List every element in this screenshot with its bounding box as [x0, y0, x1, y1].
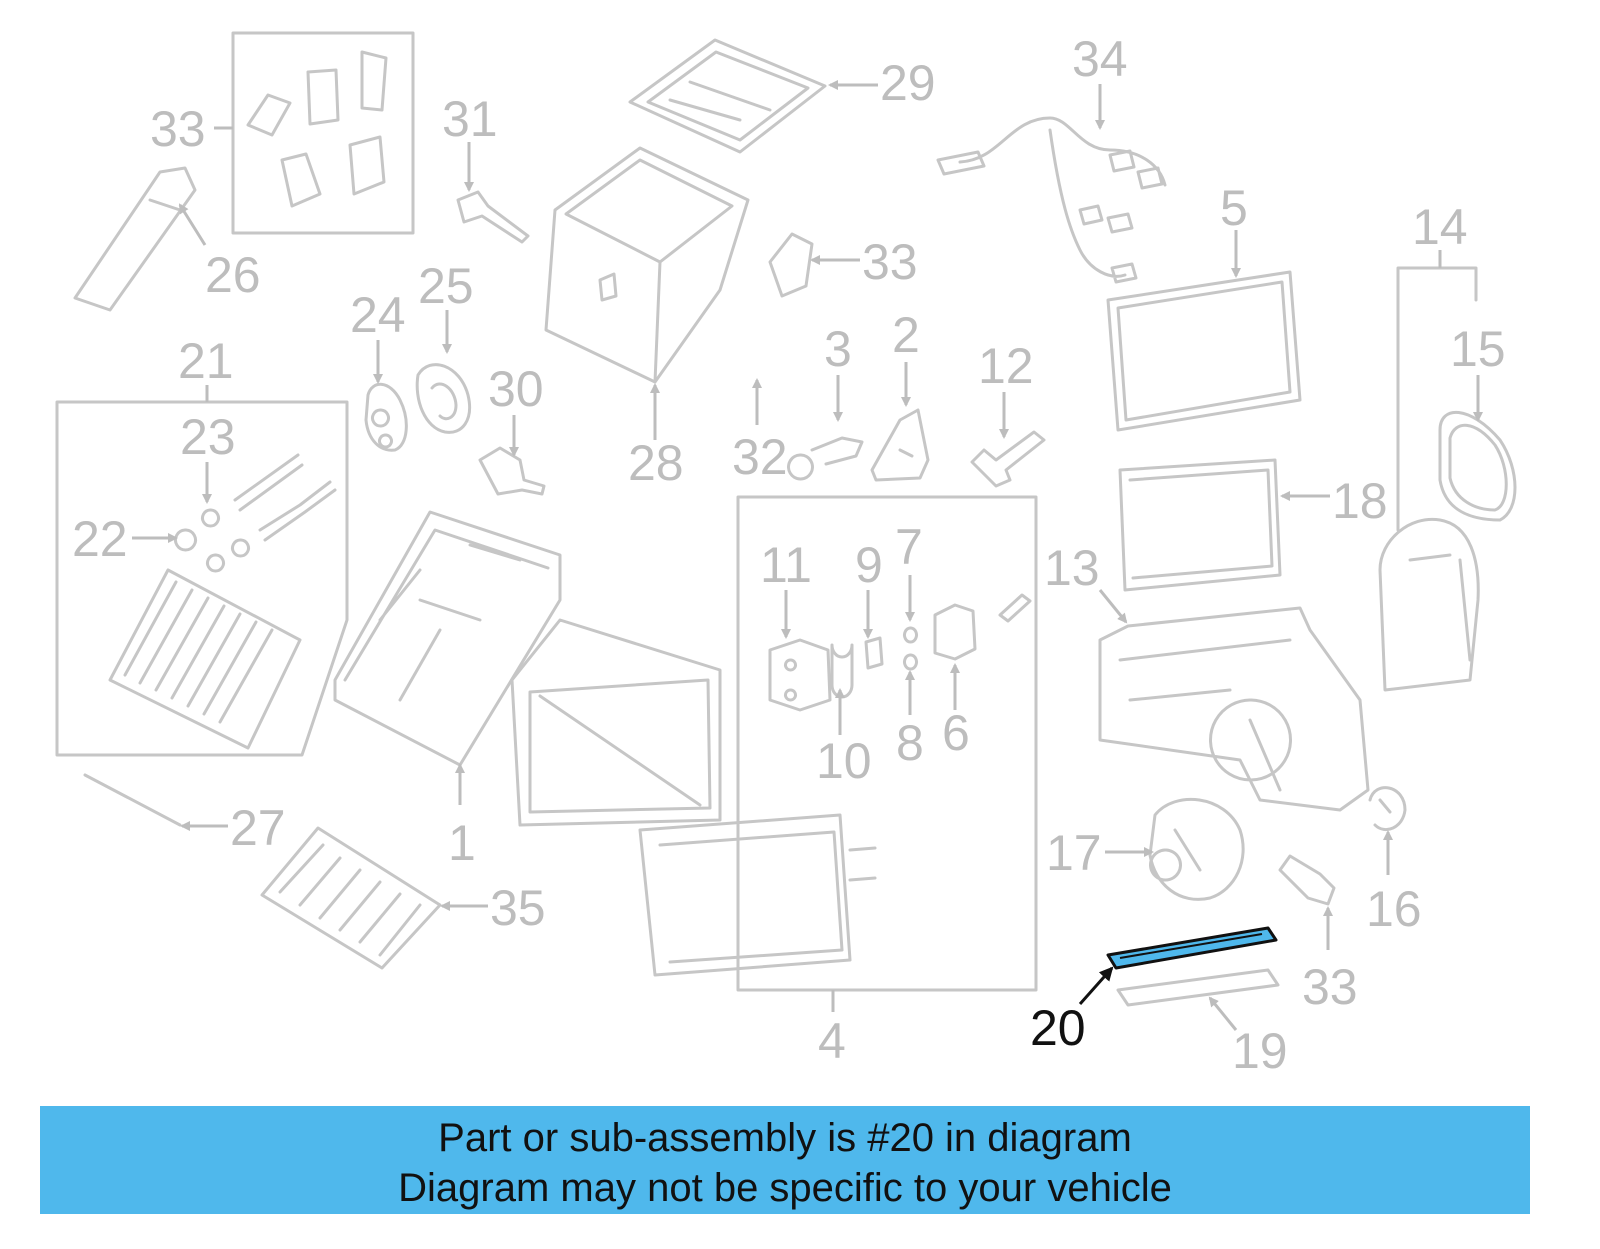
- callout-23: 23: [180, 409, 236, 465]
- part-16-clip: [1368, 786, 1407, 831]
- part-24-gasket: [364, 382, 408, 452]
- part-35-heater: [260, 826, 442, 970]
- part-31-sensor: [456, 190, 530, 244]
- part-7-8-orings: [903, 626, 918, 671]
- part-23-pipes: [233, 453, 337, 542]
- callout-22: 22: [72, 511, 128, 567]
- callout-13: 13: [1044, 540, 1100, 596]
- part-12-bolt: [970, 430, 1046, 488]
- callout-18: 18: [1332, 473, 1388, 529]
- callout-27: 27: [230, 800, 286, 856]
- part-33-connector-mid: [768, 232, 814, 298]
- part-18-filter: [1118, 458, 1282, 592]
- part-28-housing: [544, 146, 750, 384]
- callout-28: 28: [628, 435, 684, 491]
- callout-21: 21: [178, 333, 234, 389]
- part-4-box: [736, 495, 1038, 992]
- part-14-blower-housing: [1378, 517, 1480, 692]
- callout-25: 25: [418, 258, 474, 314]
- info-banner: Part or sub-assembly is #20 in diagram D…: [40, 1106, 1530, 1214]
- callout-34: 34: [1072, 31, 1128, 87]
- part-21-box: [55, 400, 349, 757]
- part-3-valve: [787, 436, 864, 481]
- sensor-group-box: [231, 31, 415, 235]
- part-19-tray: [1116, 968, 1280, 1007]
- part-5-filter: [1106, 270, 1302, 432]
- callout-31: 31: [442, 91, 498, 147]
- callout-7: 7: [895, 519, 923, 575]
- part-1-evap-case: [510, 618, 722, 827]
- callout-11: 11: [760, 537, 812, 593]
- part-33-connector-low: [1278, 854, 1336, 906]
- part-17-motor: [1148, 798, 1245, 901]
- part-21-heater-core: [108, 568, 302, 750]
- part-13-blower-housing: [1098, 606, 1370, 812]
- part-9-clip: [864, 636, 884, 670]
- leader-lines: [132, 80, 1483, 1031]
- callout-1: 1: [448, 815, 476, 871]
- callout-10: 10: [816, 733, 872, 789]
- callout-20: 20: [1030, 1000, 1086, 1056]
- callout-35: 35: [490, 880, 546, 936]
- part-22-orings: [174, 508, 250, 573]
- banner-line-2: Diagram may not be specific to your vehi…: [398, 1166, 1172, 1210]
- callout-33-b: 33: [862, 234, 918, 290]
- part-25-grommet: [415, 363, 471, 434]
- part-34-harness: [936, 116, 1167, 284]
- callout-24: 24: [350, 287, 406, 343]
- callout-32: 32: [732, 429, 788, 485]
- callout-33-c: 33: [1302, 959, 1358, 1015]
- callout-6: 6: [942, 705, 970, 761]
- part-10-gasket: [830, 643, 854, 699]
- callout-14: 14: [1412, 199, 1468, 255]
- part-30-sensor: [478, 446, 546, 496]
- part-11-block: [768, 638, 832, 712]
- callout-labels: 33 31 29 34 26 33 5 14 25 24 21 30 3 2 1…: [72, 31, 1506, 1079]
- part-6-valve: [933, 593, 1032, 661]
- callout-8: 8: [896, 715, 924, 771]
- part-15-seal: [1438, 410, 1517, 522]
- callout-12: 12: [978, 338, 1034, 394]
- callout-29: 29: [880, 55, 936, 111]
- part-2-bracket: [870, 408, 930, 482]
- callout-2: 2: [892, 307, 920, 363]
- part-26-rod: [73, 166, 197, 312]
- callout-26: 26: [205, 247, 261, 303]
- callout-9: 9: [855, 537, 883, 593]
- part-1-main-housing: [333, 510, 562, 767]
- callout-3: 3: [824, 321, 852, 377]
- callout-4: 4: [818, 1013, 846, 1069]
- part-27-rod: [83, 773, 182, 827]
- part-20-highlighted[interactable]: 20: [1030, 926, 1278, 1056]
- callout-15: 15: [1450, 321, 1506, 377]
- banner-line-1: Part or sub-assembly is #20 in diagram: [438, 1116, 1132, 1160]
- part-29-filter: [628, 38, 827, 154]
- callout-5: 5: [1220, 180, 1248, 236]
- part-14-bracket: [1396, 266, 1478, 532]
- callout-19: 19: [1232, 1023, 1288, 1079]
- callout-30: 30: [488, 361, 544, 417]
- callout-16: 16: [1366, 881, 1422, 937]
- part-4-evaporator: [638, 813, 877, 977]
- callout-33-a: 33: [150, 101, 206, 157]
- callout-17: 17: [1046, 825, 1102, 881]
